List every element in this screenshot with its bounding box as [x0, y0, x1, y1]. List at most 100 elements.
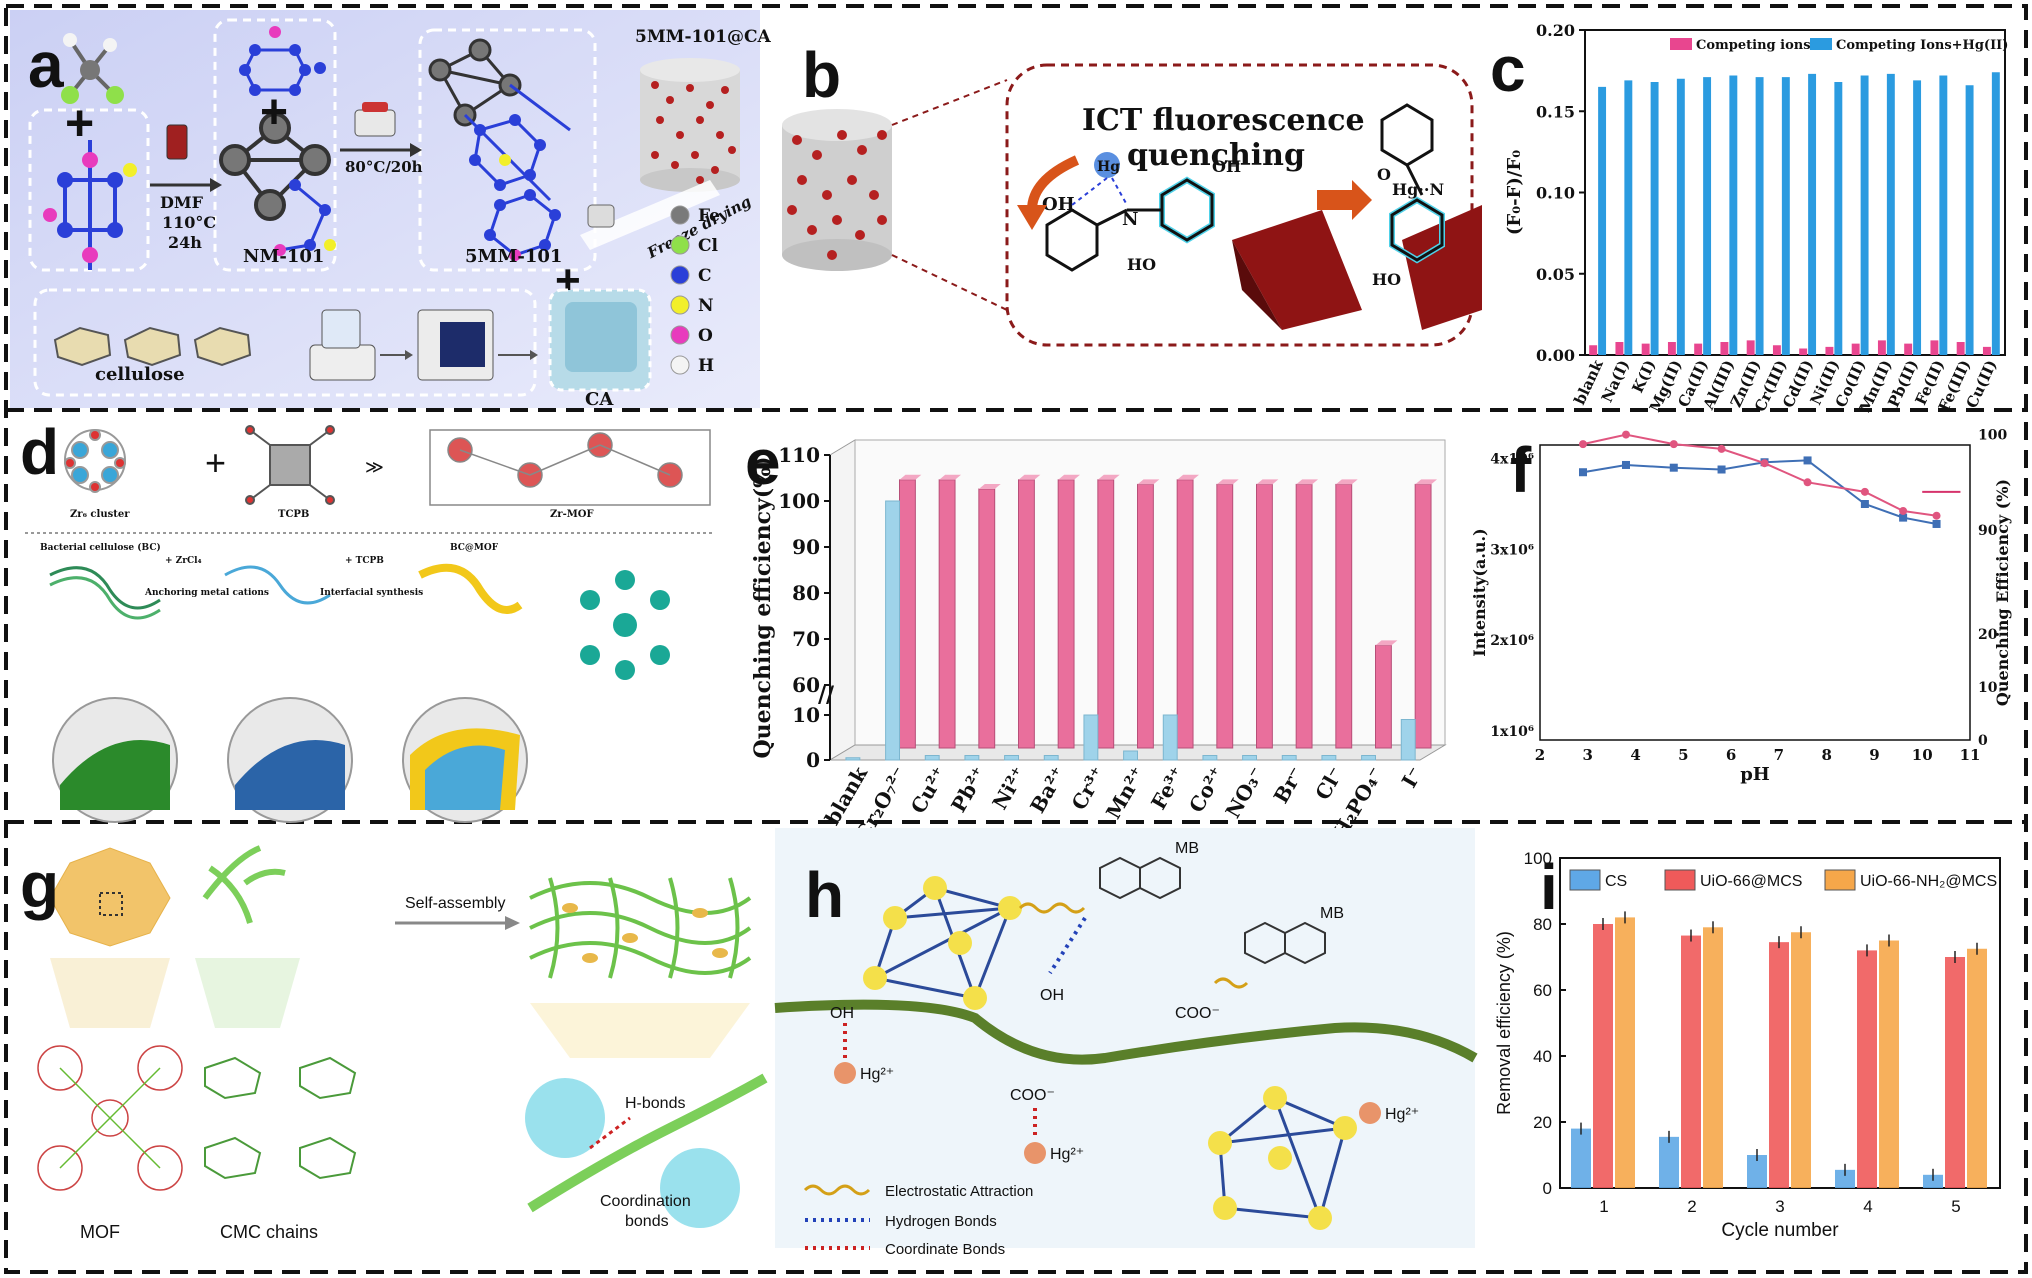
x-tick-label: Fe³⁺ — [1146, 763, 1189, 814]
bar-uio66nh2-mcs — [1791, 932, 1811, 1188]
mof-label: MOF — [80, 1222, 120, 1242]
legend-label-n: N — [698, 296, 714, 316]
bar-blue — [1361, 755, 1376, 761]
panel-h: MB MB OH OH Hg²⁺ COO⁻ Hg²⁺ COO⁻ Hg²⁺ Ele… — [774, 828, 1478, 1268]
mof-octahedron-right — [1402, 205, 1482, 330]
panel-d-label: d — [20, 416, 60, 488]
y-tick-label: 0.20 — [1536, 21, 1575, 40]
bar-pink-top — [1335, 479, 1358, 485]
quenching-point — [1760, 459, 1769, 468]
magnifier-zr — [227, 697, 353, 823]
bar-competing — [1956, 342, 1965, 355]
legend-label: Competing Ions+Hg(II) — [1836, 38, 2008, 53]
aerogel-cylinder-icon — [782, 109, 892, 271]
svg-text:N: N — [1122, 209, 1138, 230]
svg-text:+: + — [260, 86, 288, 139]
time-label: 24h — [168, 233, 202, 252]
legend-swatch — [1569, 869, 1601, 891]
bar-cs — [1747, 1155, 1767, 1188]
panel-f-label: f — [1510, 434, 1532, 506]
intensity-point — [1622, 460, 1630, 469]
bar-competing — [1851, 343, 1860, 355]
bar-uio66nh2-mcs — [1967, 948, 1987, 1188]
svg-text:Hg²⁺: Hg²⁺ — [860, 1066, 894, 1083]
mof-disc-icon — [49, 847, 171, 947]
legend-label-o: O — [698, 326, 713, 346]
panel-c-label: c — [1490, 33, 1526, 105]
legend-swatch-o — [670, 325, 690, 345]
x-tick-label: 7 — [1774, 746, 1784, 764]
bar-competing-hg — [1834, 82, 1843, 355]
bar-competing — [1799, 348, 1808, 355]
bar-blue — [1202, 755, 1218, 761]
legend-swatch-fe — [670, 205, 690, 225]
x-tick-label: Ni²⁺ — [987, 763, 1030, 814]
bar-pink-top — [1216, 479, 1239, 485]
bar-pink-top — [1137, 479, 1160, 485]
x-tick-label: 8 — [1821, 746, 1831, 764]
svg-text:≫: ≫ — [365, 457, 384, 477]
svg-text:Zr₆ cluster: Zr₆ cluster — [70, 509, 130, 520]
bar-cs — [1571, 1128, 1591, 1188]
coordination-label: Coordination — [600, 1193, 691, 1210]
panel-a: + DMF 110°C 24h + NM-101 — [10, 10, 772, 410]
bar-competing-hg — [1650, 82, 1659, 355]
legend-swatch — [1824, 869, 1856, 891]
svg-text:Hg··N: Hg··N — [1392, 180, 1444, 199]
y-axis-label: Intensity(a.u.) — [1470, 528, 1489, 656]
svg-text:Zr-MOF: Zr-MOF — [550, 509, 594, 520]
y2-tick-label: 0 — [1978, 733, 1988, 749]
svg-text:OH: OH — [1040, 987, 1064, 1004]
bar-competing — [1904, 343, 1913, 355]
y-tick-label: 20 — [1533, 1113, 1552, 1132]
mof-octahedron-left — [1232, 210, 1362, 330]
bar-pink — [1295, 483, 1313, 749]
svg-text:TCPB: TCPB — [278, 509, 309, 520]
legend-label: Competing ions — [1696, 38, 1811, 53]
bc-mof-fiber — [418, 563, 523, 614]
y2-tick-label: 10 — [1978, 680, 1998, 696]
axis-break: // — [818, 682, 835, 708]
svg-text:bonds: bonds — [625, 1213, 669, 1230]
cellulose-chain-line — [774, 999, 1478, 1065]
bar-blue — [1242, 755, 1258, 761]
bar-uio66-mcs — [1857, 950, 1877, 1188]
legend-swatch-cl — [670, 235, 690, 255]
ict-title-2: quenching — [1127, 138, 1305, 173]
quenching-point — [1669, 440, 1678, 449]
intensity-point — [1669, 463, 1678, 472]
y-tick-label: 70 — [792, 627, 820, 651]
mof-particle-right — [660, 1148, 740, 1228]
hg-ion-icon — [1094, 152, 1120, 178]
mof-lattice-icon — [37, 1045, 183, 1191]
orange-arrow — [1317, 180, 1372, 220]
svg-text:+: + — [205, 442, 226, 483]
bar-blue — [885, 500, 901, 761]
x-tick-label: 5 — [1678, 746, 1688, 764]
y-tick-label: 60 — [792, 673, 820, 697]
bar-competing-hg — [1755, 77, 1764, 355]
svg-text:+ TCPB: + TCPB — [345, 556, 384, 566]
svg-text:HO: HO — [1372, 270, 1401, 289]
legend-swatch — [1664, 869, 1696, 891]
svg-text:HO: HO — [1127, 255, 1156, 274]
svg-text:Hg: Hg — [1097, 159, 1120, 175]
bar-competing-hg — [1676, 78, 1685, 355]
y-tick-label: 0 — [1543, 1179, 1552, 1198]
svg-text:BC@MOF: BC@MOF — [450, 543, 499, 553]
bar-uio66nh2-mcs — [1879, 940, 1899, 1188]
bar-blue — [924, 755, 940, 761]
x-tick-label: 4 — [1863, 1197, 1872, 1216]
bar-pink — [1256, 483, 1273, 749]
intensity-point — [1899, 513, 1908, 522]
bar-competing-hg — [1598, 86, 1607, 355]
panel-i-label: i — [1540, 851, 1558, 923]
legend-label: UiO-66-NH₂@MCS — [1860, 873, 1997, 890]
nm101-cluster — [219, 112, 331, 221]
bar-pink — [1335, 483, 1353, 749]
intensity-point — [1803, 456, 1812, 465]
x-tick-label: 3 — [1775, 1197, 1784, 1216]
